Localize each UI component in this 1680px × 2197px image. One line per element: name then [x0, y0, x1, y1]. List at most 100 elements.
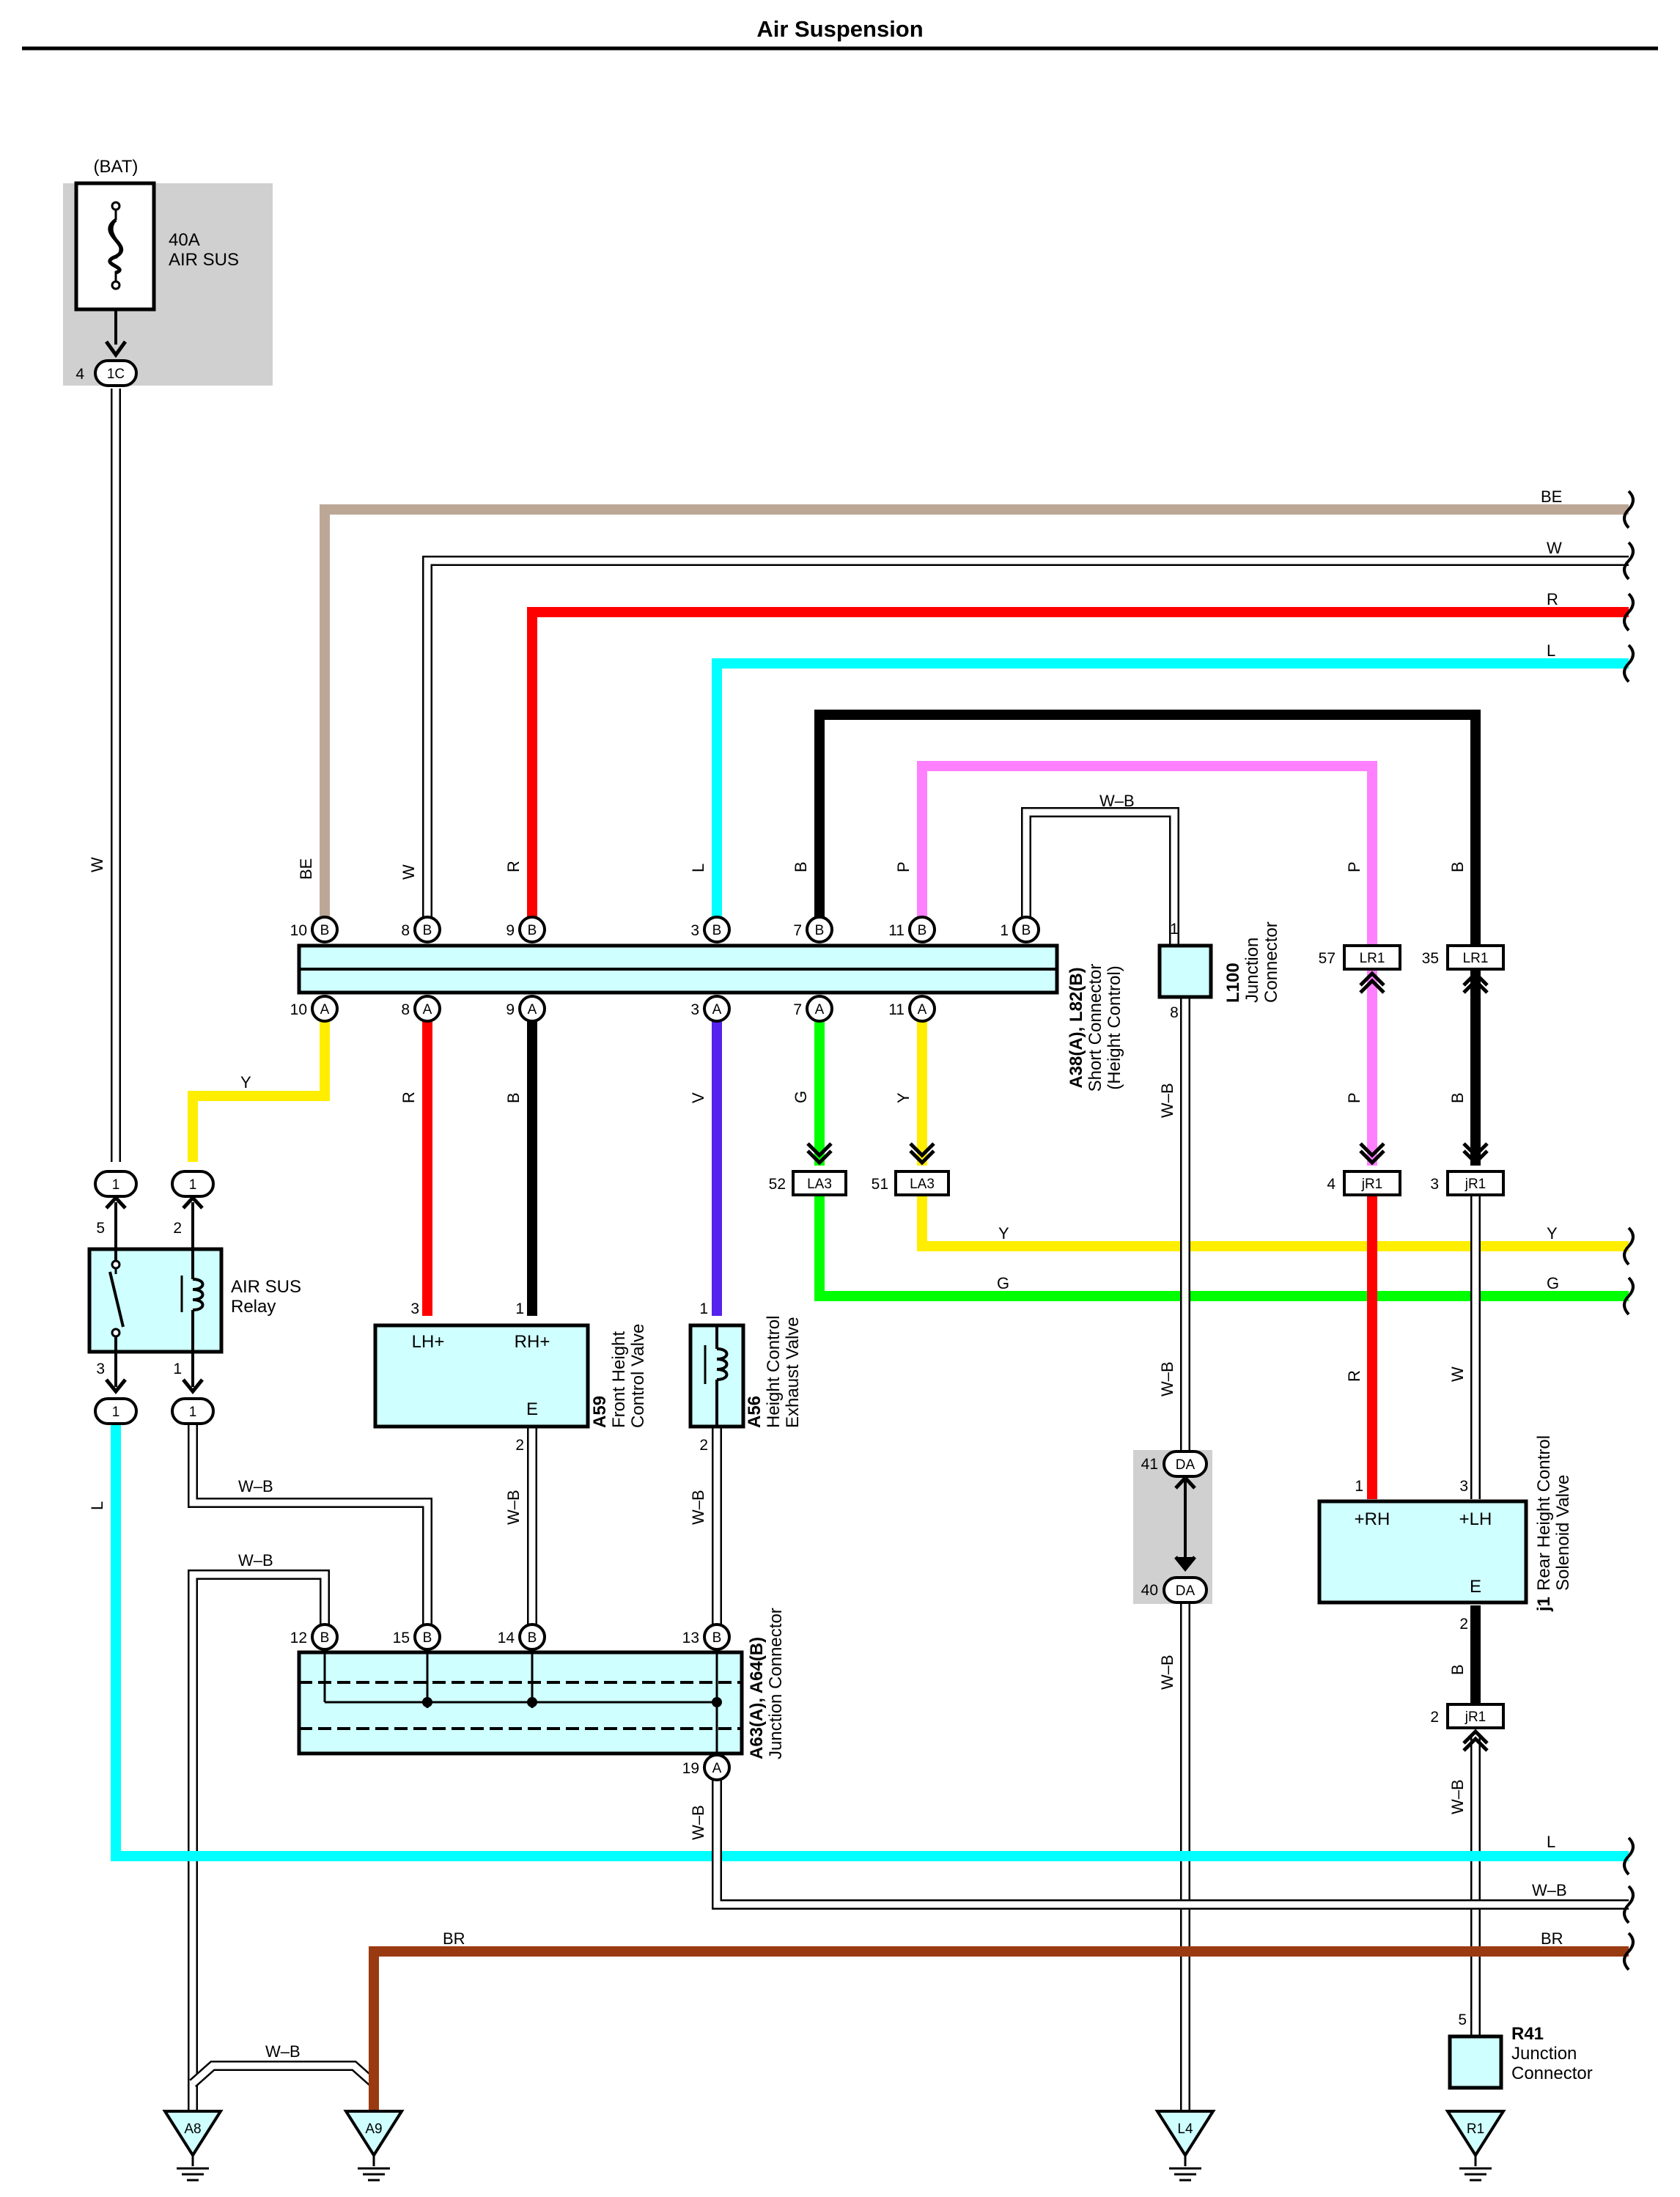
height-control-exhaust-valve: 1 2	[688, 1300, 745, 1454]
svg-text:10: 10	[290, 1001, 307, 1018]
svg-text:RH+: RH+	[515, 1332, 550, 1352]
svg-text:W–B: W–B	[1158, 1655, 1176, 1690]
svg-text:9: 9	[506, 1001, 515, 1018]
svg-text:Exhaust Valve: Exhaust Valve	[783, 1317, 803, 1428]
svg-text:LA3: LA3	[910, 1177, 935, 1192]
wire-p-loop	[917, 761, 1377, 946]
svg-text:2: 2	[515, 1437, 524, 1454]
r41-junction-connector: 5 R41 Junction Connector	[1448, 2012, 1593, 2090]
svg-text:W: W	[1547, 539, 1562, 557]
lr1-connectors: LR1 57 LR1 35	[1319, 944, 1505, 994]
pin-b-3: B3	[690, 916, 731, 943]
svg-text:W–B: W–B	[504, 1490, 523, 1525]
svg-text:jR1: jR1	[1465, 1177, 1486, 1192]
svg-text:A38(A), L82(B): A38(A), L82(B)	[1066, 967, 1086, 1088]
svg-text:B: B	[1448, 1092, 1467, 1103]
svg-text:P: P	[1345, 861, 1363, 872]
svg-text:1: 1	[189, 1177, 197, 1193]
air-sus-relay: 1 1 5 2 AIR SUS Relay 3 1 1 1	[87, 1170, 301, 1425]
svg-text:1: 1	[1170, 921, 1179, 938]
svg-text:A9: A9	[365, 2121, 382, 2137]
fuse-40a-air-sus: (BAT) 40A AIR SUS 1C 4	[74, 157, 239, 387]
wire-y-bus	[917, 1195, 1629, 1251]
svg-text:8: 8	[1170, 1004, 1179, 1021]
pin-a-3: A3	[690, 995, 731, 1023]
svg-text:Height Control: Height Control	[764, 1316, 784, 1428]
svg-text:Control Valve: Control Valve	[628, 1324, 648, 1428]
svg-text:A63(A), A64(B): A63(A), A64(B)	[747, 1637, 767, 1759]
svg-text:15: 15	[393, 1630, 410, 1646]
svg-text:Rear Height Control: Rear Height Control	[1534, 1435, 1554, 1591]
svg-text:2: 2	[1430, 1709, 1439, 1726]
svg-text:LR1: LR1	[1463, 951, 1489, 966]
svg-text:Y: Y	[894, 1092, 913, 1103]
svg-text:1: 1	[1000, 922, 1009, 939]
svg-text:LA3: LA3	[807, 1177, 832, 1192]
svg-text:R1: R1	[1467, 2121, 1484, 2137]
ground-l4-icon: L4	[1154, 2110, 1216, 2182]
rear-height-control-valve: +RH +LH E 1 3 2	[1317, 1478, 1528, 1633]
svg-text:51: 51	[872, 1176, 888, 1193]
wire-b-loop	[814, 710, 1481, 946]
svg-text:A: A	[815, 1002, 825, 1017]
svg-text:(Height Control): (Height Control)	[1105, 965, 1124, 1089]
pin-b-11: B11	[888, 916, 936, 943]
svg-text:R: R	[399, 1092, 418, 1103]
svg-text:2: 2	[699, 1437, 708, 1454]
svg-text:8: 8	[401, 1001, 410, 1018]
svg-text:3: 3	[690, 1001, 699, 1018]
svg-text:57: 57	[1319, 950, 1335, 967]
svg-text:W: W	[1448, 1366, 1467, 1382]
svg-text:E: E	[526, 1399, 538, 1419]
svg-text:j1: j1	[1534, 1597, 1554, 1612]
svg-text:3: 3	[1459, 1478, 1468, 1495]
front-valve-label: A59 Front Height Control Valve	[590, 1324, 648, 1428]
svg-text:Relay: Relay	[231, 1297, 276, 1317]
svg-text:W–B: W–B	[265, 2042, 301, 2061]
svg-text:41: 41	[1141, 1456, 1158, 1473]
svg-text:B: B	[792, 861, 810, 872]
svg-text:Junction Connector: Junction Connector	[766, 1608, 786, 1759]
svg-text:Y: Y	[998, 1224, 1009, 1243]
bat-label: (BAT)	[94, 157, 139, 177]
junction-connector-a63-a64	[297, 1650, 744, 1756]
svg-text:DA: DA	[1176, 1457, 1195, 1473]
wire-wb-a63-right	[712, 1765, 1629, 1910]
wire-r-top	[527, 607, 1629, 927]
wire-w-top	[422, 556, 1629, 927]
svg-text:B: B	[918, 923, 927, 938]
svg-text:W: W	[399, 864, 418, 880]
svg-text:DA: DA	[1176, 1583, 1195, 1599]
wire-wb-a8	[188, 1569, 330, 2111]
svg-text:11: 11	[888, 1001, 905, 1018]
svg-text:G: G	[997, 1274, 1009, 1292]
svg-text:L: L	[689, 864, 707, 872]
svg-text:R: R	[504, 861, 523, 872]
svg-text:+LH: +LH	[1459, 1509, 1492, 1529]
wire-g-bus	[814, 1195, 1629, 1301]
wire-wb-l100-top	[1021, 807, 1179, 946]
short-connector-label: A38(A), L82(B) Short Connector (Height C…	[1066, 964, 1124, 1092]
svg-text:L: L	[88, 1501, 106, 1510]
pin-a-11: A11	[888, 995, 936, 1023]
front-height-control-valve: LH+ RH+ E 3 1 2	[373, 1300, 590, 1454]
pin-b-7: B7	[793, 916, 833, 943]
svg-text:B: B	[504, 1092, 523, 1103]
svg-text:BE: BE	[297, 858, 315, 880]
a63-pin-13: B13	[682, 1623, 731, 1651]
svg-text:A: A	[528, 1002, 537, 1017]
wire-l-top	[712, 658, 1629, 927]
svg-text:35: 35	[1422, 950, 1439, 967]
svg-text:1C: 1C	[107, 367, 125, 382]
wire-y-relay	[188, 1008, 330, 1162]
svg-text:3: 3	[96, 1361, 105, 1377]
ground-r1-icon: R1	[1445, 2110, 1506, 2182]
svg-text:Junction: Junction	[1242, 938, 1262, 1003]
l100-junction-connector: 1 8	[1157, 921, 1213, 1021]
svg-text:3: 3	[1430, 1176, 1439, 1193]
svg-text:40: 40	[1141, 1582, 1158, 1599]
svg-text:B: B	[1448, 1664, 1467, 1675]
solenoid-coil-icon	[716, 1347, 729, 1381]
svg-text:1: 1	[112, 1405, 120, 1420]
